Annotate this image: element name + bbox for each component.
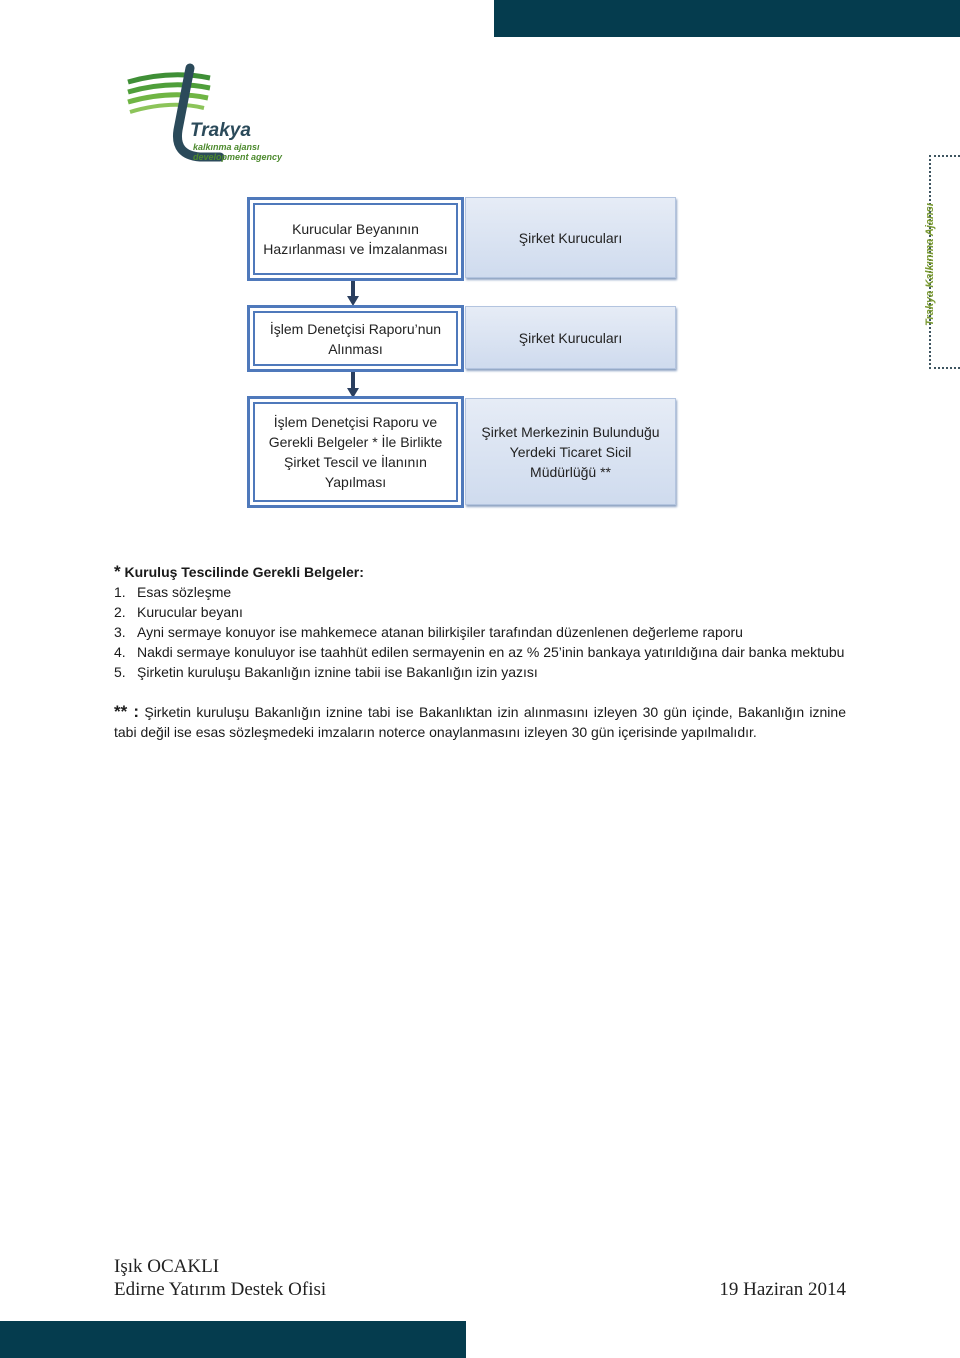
list-text: Esas sözleşme xyxy=(137,584,232,600)
header-bar xyxy=(494,0,960,37)
flow-actor-2: Şirket Kurucuları xyxy=(465,306,676,369)
list-text: Kurucular beyanı xyxy=(137,604,243,620)
list-number: 1. xyxy=(114,584,126,600)
footnote-mark: ** : xyxy=(114,702,140,721)
list-text: Şirketin kuruluşu Bakanlığın iznine tabi… xyxy=(137,664,538,680)
footer-date: 19 Haziran 2014 xyxy=(719,1279,846,1300)
flow-arrow-icon xyxy=(347,372,359,398)
dotted-line xyxy=(929,155,960,157)
documents-heading: * Kuruluş Tescilinde Gerekli Belgeler: xyxy=(114,562,846,582)
list-item: 2. Kurucular beyanı xyxy=(114,602,846,622)
flow-step-1: Kurucular Beyanının Hazırlanması ve İmza… xyxy=(247,197,464,281)
footer: Işık OCAKLI Edirne Yatırım Destek Ofisi … xyxy=(114,1255,846,1301)
list-number: 5. xyxy=(114,664,126,680)
logo-mark-icon xyxy=(127,63,225,162)
flow-actor-1: Şirket Kurucuları xyxy=(465,197,676,278)
logo-tagline-en: development agency xyxy=(193,152,283,162)
asterisk-mark: * xyxy=(114,562,121,581)
flow-arrow-icon xyxy=(347,281,359,306)
flow-actor-3: Şirket Merkezinin Bulunduğu Yerdeki Tica… xyxy=(465,398,676,505)
side-brand-text: Trakya Kalkınma Ajansı xyxy=(924,203,936,327)
logo-tagline-tr: kalkınma ajansı xyxy=(193,142,260,152)
list-number: 3. xyxy=(114,624,126,640)
footnote-text: Şirketin kuruluşu Bakanlığın iznine tabi… xyxy=(114,704,846,740)
list-item: 4. Nakdi sermaye konuluyor ise taahhüt ed… xyxy=(114,642,846,662)
dotted-line xyxy=(929,155,931,369)
trakya-logo: Trakya kalkınma ajansı development agenc… xyxy=(120,60,310,170)
documents-heading-text: Kuruluş Tescilinde Gerekli Belgeler: xyxy=(124,564,364,580)
list-text: Nakdi sermaye konuluyor ise taahhüt edil… xyxy=(137,644,845,660)
flow-step-2: İşlem Denetçisi Raporu’nun Alınması xyxy=(247,305,464,372)
list-number: 4. xyxy=(114,644,126,660)
dotted-line xyxy=(929,367,960,369)
required-documents: * Kuruluş Tescilinde Gerekli Belgeler: 1… xyxy=(114,562,846,756)
footer-bar xyxy=(0,1321,466,1358)
documents-list: 1. Esas sözleşme 2. Kurucular beyanı 3. Ayn… xyxy=(114,582,846,682)
logo-name: Trakya xyxy=(190,120,251,141)
footnote: ** : Şirketin kuruluşu Bakanlığın iznine… xyxy=(114,702,846,742)
list-item: 3. Ayni sermaye konuyor ise mahkemece ata… xyxy=(114,622,846,642)
list-number: 2. xyxy=(114,604,126,620)
list-item: 1. Esas sözleşme xyxy=(114,582,846,602)
flow-step-3: İşlem Denetçisi Raporu ve Gerekli Belgel… xyxy=(247,396,464,508)
footer-author: Işık OCAKLI xyxy=(114,1256,220,1277)
side-brand: Trakya Kalkınma Ajansı xyxy=(918,155,960,369)
list-text: Ayni sermaye konuyor ise mahkemece atana… xyxy=(137,624,743,640)
list-item: 5. Şirketin kuruluşu Bakanlığın iznine ta… xyxy=(114,662,846,682)
footer-office: Edirne Yatırım Destek Ofisi xyxy=(114,1279,327,1300)
